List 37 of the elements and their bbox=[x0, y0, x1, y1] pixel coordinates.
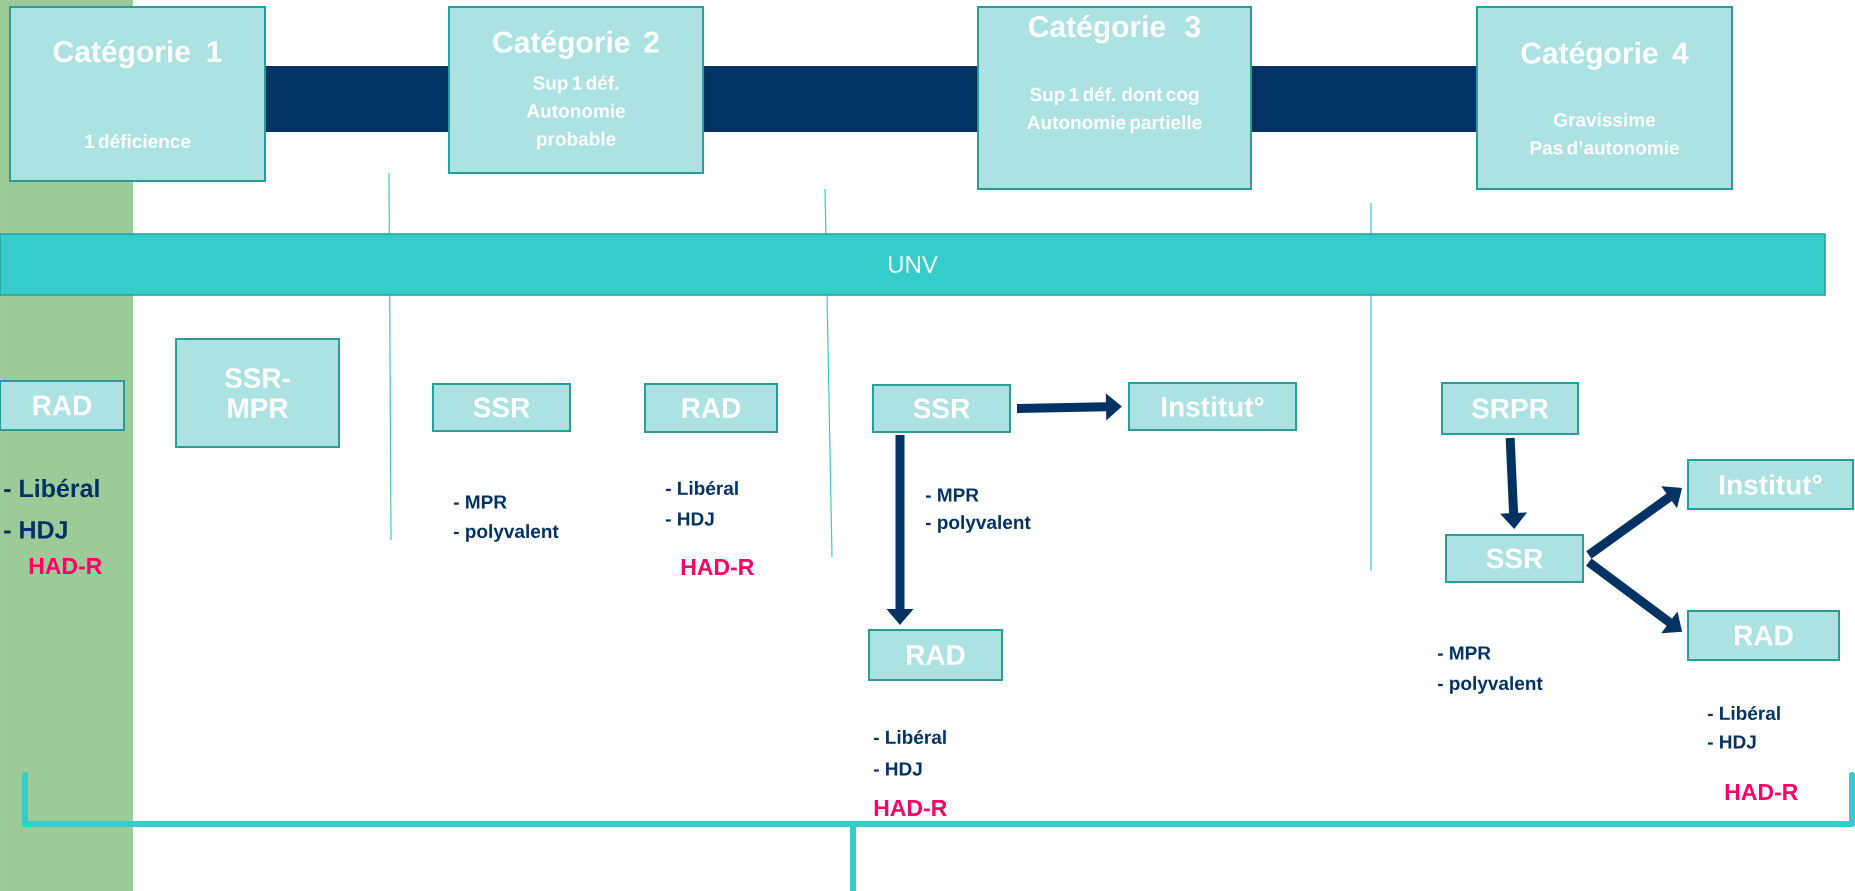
service-box: SSR-MPR bbox=[175, 338, 340, 448]
category-box: Catégorie 3 Sup 1 déf. dont cog Autonomie partielle bbox=[977, 6, 1252, 190]
bullet-item: - MPR bbox=[453, 495, 507, 509]
bullet-item: - HDJ bbox=[873, 762, 922, 776]
bullet-item: - MPR bbox=[925, 488, 979, 502]
bullet-item: - HDJ bbox=[1707, 735, 1756, 749]
highlight-text: HAD-R bbox=[874, 800, 947, 816]
category-box: Catégorie 2 Sup 1 déf. Autonomie probable bbox=[448, 6, 704, 174]
service-box: RAD bbox=[868, 629, 1003, 681]
bullet-item: - polyvalent bbox=[453, 524, 559, 542]
service-box: Institut° bbox=[1128, 382, 1297, 431]
category-box: Catégorie 4 Gravissime Pas d’autonomie bbox=[1476, 6, 1733, 190]
highlight-text: HAD-R bbox=[1725, 784, 1798, 800]
bullet-item: - polyvalent bbox=[925, 515, 1031, 533]
category-box: Catégorie 1 1 déficience bbox=[9, 6, 266, 182]
connector-bar bbox=[266, 66, 448, 132]
unit-band: UNV bbox=[0, 233, 1826, 296]
service-box: SSR bbox=[872, 384, 1011, 433]
service-box: RAD bbox=[644, 383, 778, 433]
highlight-text: HAD-R bbox=[29, 558, 102, 574]
service-box: RAD bbox=[1687, 610, 1840, 661]
bullet-item: - Libéral bbox=[1707, 705, 1780, 721]
bullet-item: - HDJ bbox=[4, 521, 67, 539]
bullet-item: - Libéral bbox=[873, 729, 946, 745]
service-box: RAD bbox=[0, 380, 125, 431]
connector-bar bbox=[704, 66, 977, 132]
bullet-item: - Libéral bbox=[665, 480, 738, 496]
service-box: SSR bbox=[1445, 534, 1584, 583]
highlight-text: HAD-R bbox=[681, 559, 754, 575]
service-box: Institut° bbox=[1687, 459, 1854, 510]
connector-bar bbox=[1252, 66, 1476, 132]
bullet-item: - Libéral bbox=[4, 478, 99, 498]
service-box: SSR bbox=[432, 383, 571, 432]
service-box: SRPR bbox=[1441, 382, 1579, 435]
bullet-item: - polyvalent bbox=[1437, 676, 1543, 694]
bullet-item: - HDJ bbox=[665, 512, 714, 526]
bullet-item: - MPR bbox=[1437, 646, 1491, 660]
